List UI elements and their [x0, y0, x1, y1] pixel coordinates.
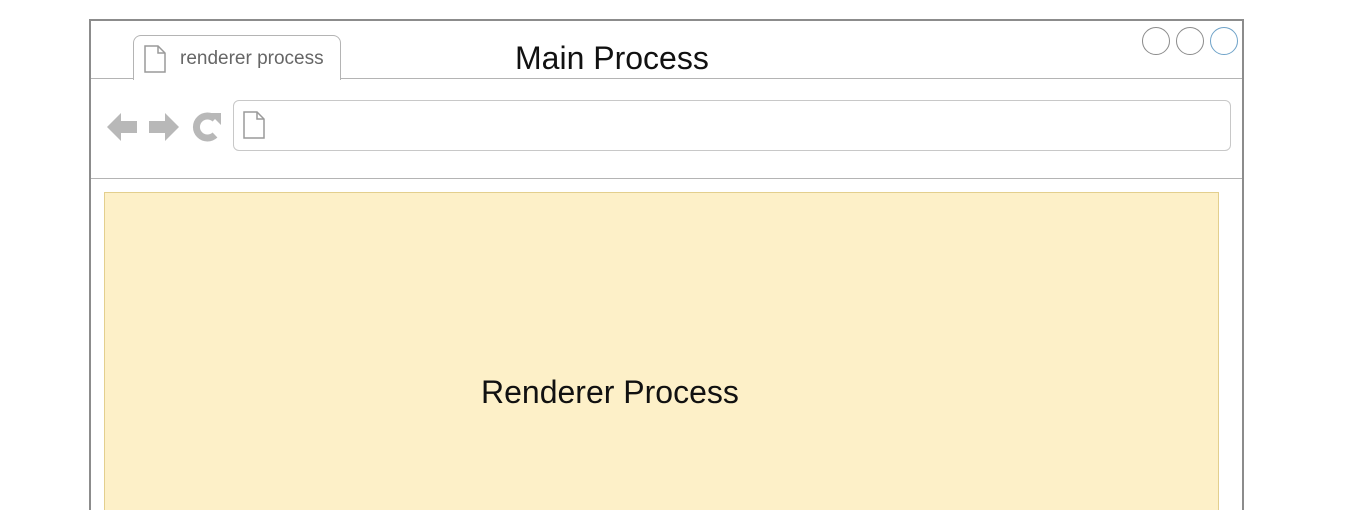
- address-bar[interactable]: [233, 100, 1231, 151]
- tab-strip: renderer process Main Process: [91, 21, 1242, 80]
- tab-renderer-process[interactable]: renderer process: [133, 35, 341, 80]
- document-icon: [243, 111, 265, 139]
- minimize-icon[interactable]: [1142, 27, 1170, 55]
- browser-window: renderer process Main Process: [89, 19, 1244, 510]
- main-process-title: Main Process: [515, 40, 709, 76]
- forward-arrow-icon[interactable]: [147, 109, 181, 145]
- renderer-process-label: Renderer Process: [481, 374, 739, 410]
- document-icon: [144, 45, 166, 73]
- tab-label: renderer process: [180, 48, 324, 69]
- back-arrow-icon[interactable]: [105, 109, 139, 145]
- restore-icon[interactable]: [1176, 27, 1204, 55]
- renderer-process-area: Renderer Process: [104, 192, 1219, 510]
- navigation-bar: [91, 79, 1242, 179]
- reload-icon[interactable]: [189, 109, 223, 145]
- maximize-icon[interactable]: [1210, 27, 1238, 55]
- window-controls: [1142, 27, 1238, 55]
